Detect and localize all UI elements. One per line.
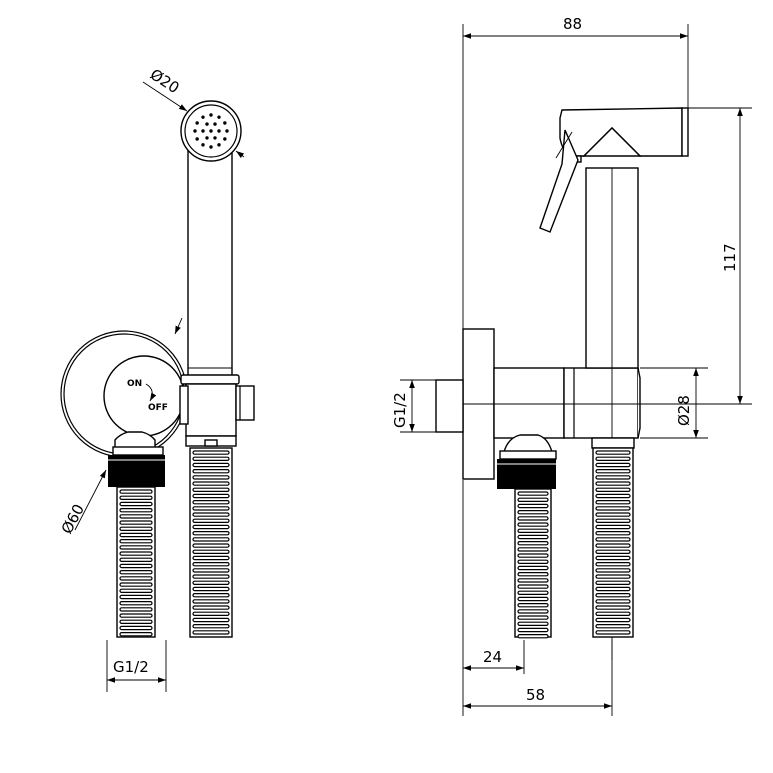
nozzle-hole: [201, 143, 205, 147]
dim-height: 117: [612, 107, 752, 405]
handset-holder: [179, 374, 255, 447]
handset-body: [187, 149, 233, 377]
dim-body-diameter-label: Ø28: [675, 395, 693, 426]
left-braided-hose: [116, 486, 156, 638]
dim-thread-bottom-label: G1/2: [113, 658, 149, 676]
dim-offset-small: 24: [462, 480, 525, 716]
dim-offset-small-label: 24: [483, 648, 502, 666]
nozzle-hole: [209, 145, 213, 149]
nozzle-hole: [201, 129, 205, 133]
dim-thread-bottom: G1/2: [106, 640, 167, 692]
side-left-hose: [514, 488, 552, 639]
nozzle-hole: [225, 129, 229, 133]
dim-total-width: 88: [462, 15, 689, 330]
spray-nozzles: [193, 113, 229, 149]
nozzle-hole: [223, 137, 227, 141]
nozzle-hole: [209, 113, 213, 117]
valve-body: [463, 367, 641, 439]
inlet-thread: [435, 379, 464, 433]
dim-thread-side-label: G1/2: [391, 392, 409, 428]
nozzle-hole: [205, 122, 209, 126]
nozzle-hole: [213, 122, 217, 126]
dim-body-diameter: Ø28: [640, 367, 708, 439]
dim-head-diameter-label: Ø20: [147, 65, 183, 97]
front-view: ON OFF: [58, 65, 255, 692]
trigger-head: [559, 107, 689, 163]
side-right-hose: [592, 447, 634, 638]
valve-window: [103, 355, 185, 437]
dim-offset-large-label: 58: [526, 686, 545, 704]
nozzle-hole: [213, 136, 217, 140]
handset-pipe: [585, 167, 639, 660]
side-view: 88 117 Ø28 G1/2 24: [391, 15, 752, 716]
nozzle-hole: [195, 137, 199, 141]
nozzle-hole: [217, 143, 221, 147]
spray-head: [180, 100, 242, 162]
trigger-lever: [539, 129, 579, 233]
nozzle-hole: [217, 129, 221, 133]
nozzle-hole: [201, 115, 205, 119]
dim-thread-side: G1/2: [391, 379, 436, 433]
valve-on-label: ON: [127, 379, 142, 389]
dim-offset-large: 58: [463, 640, 613, 716]
nozzle-hole: [195, 121, 199, 125]
side-hose-nut: [497, 434, 635, 489]
nozzle-hole: [193, 129, 197, 133]
nozzle-hole: [223, 121, 227, 125]
valve-knob: ON OFF: [127, 379, 168, 413]
dim-flange-diameter-label: Ø60: [58, 501, 88, 537]
nozzle-hole: [209, 129, 213, 133]
nozzle-hole: [205, 136, 209, 140]
dim-height-label: 117: [721, 243, 739, 272]
dim-total-width-label: 88: [563, 15, 582, 33]
left-hose-nut: [108, 431, 165, 487]
nozzle-hole: [217, 115, 221, 119]
valve-off-label: OFF: [148, 403, 168, 413]
right-braided-hose: [189, 447, 233, 638]
